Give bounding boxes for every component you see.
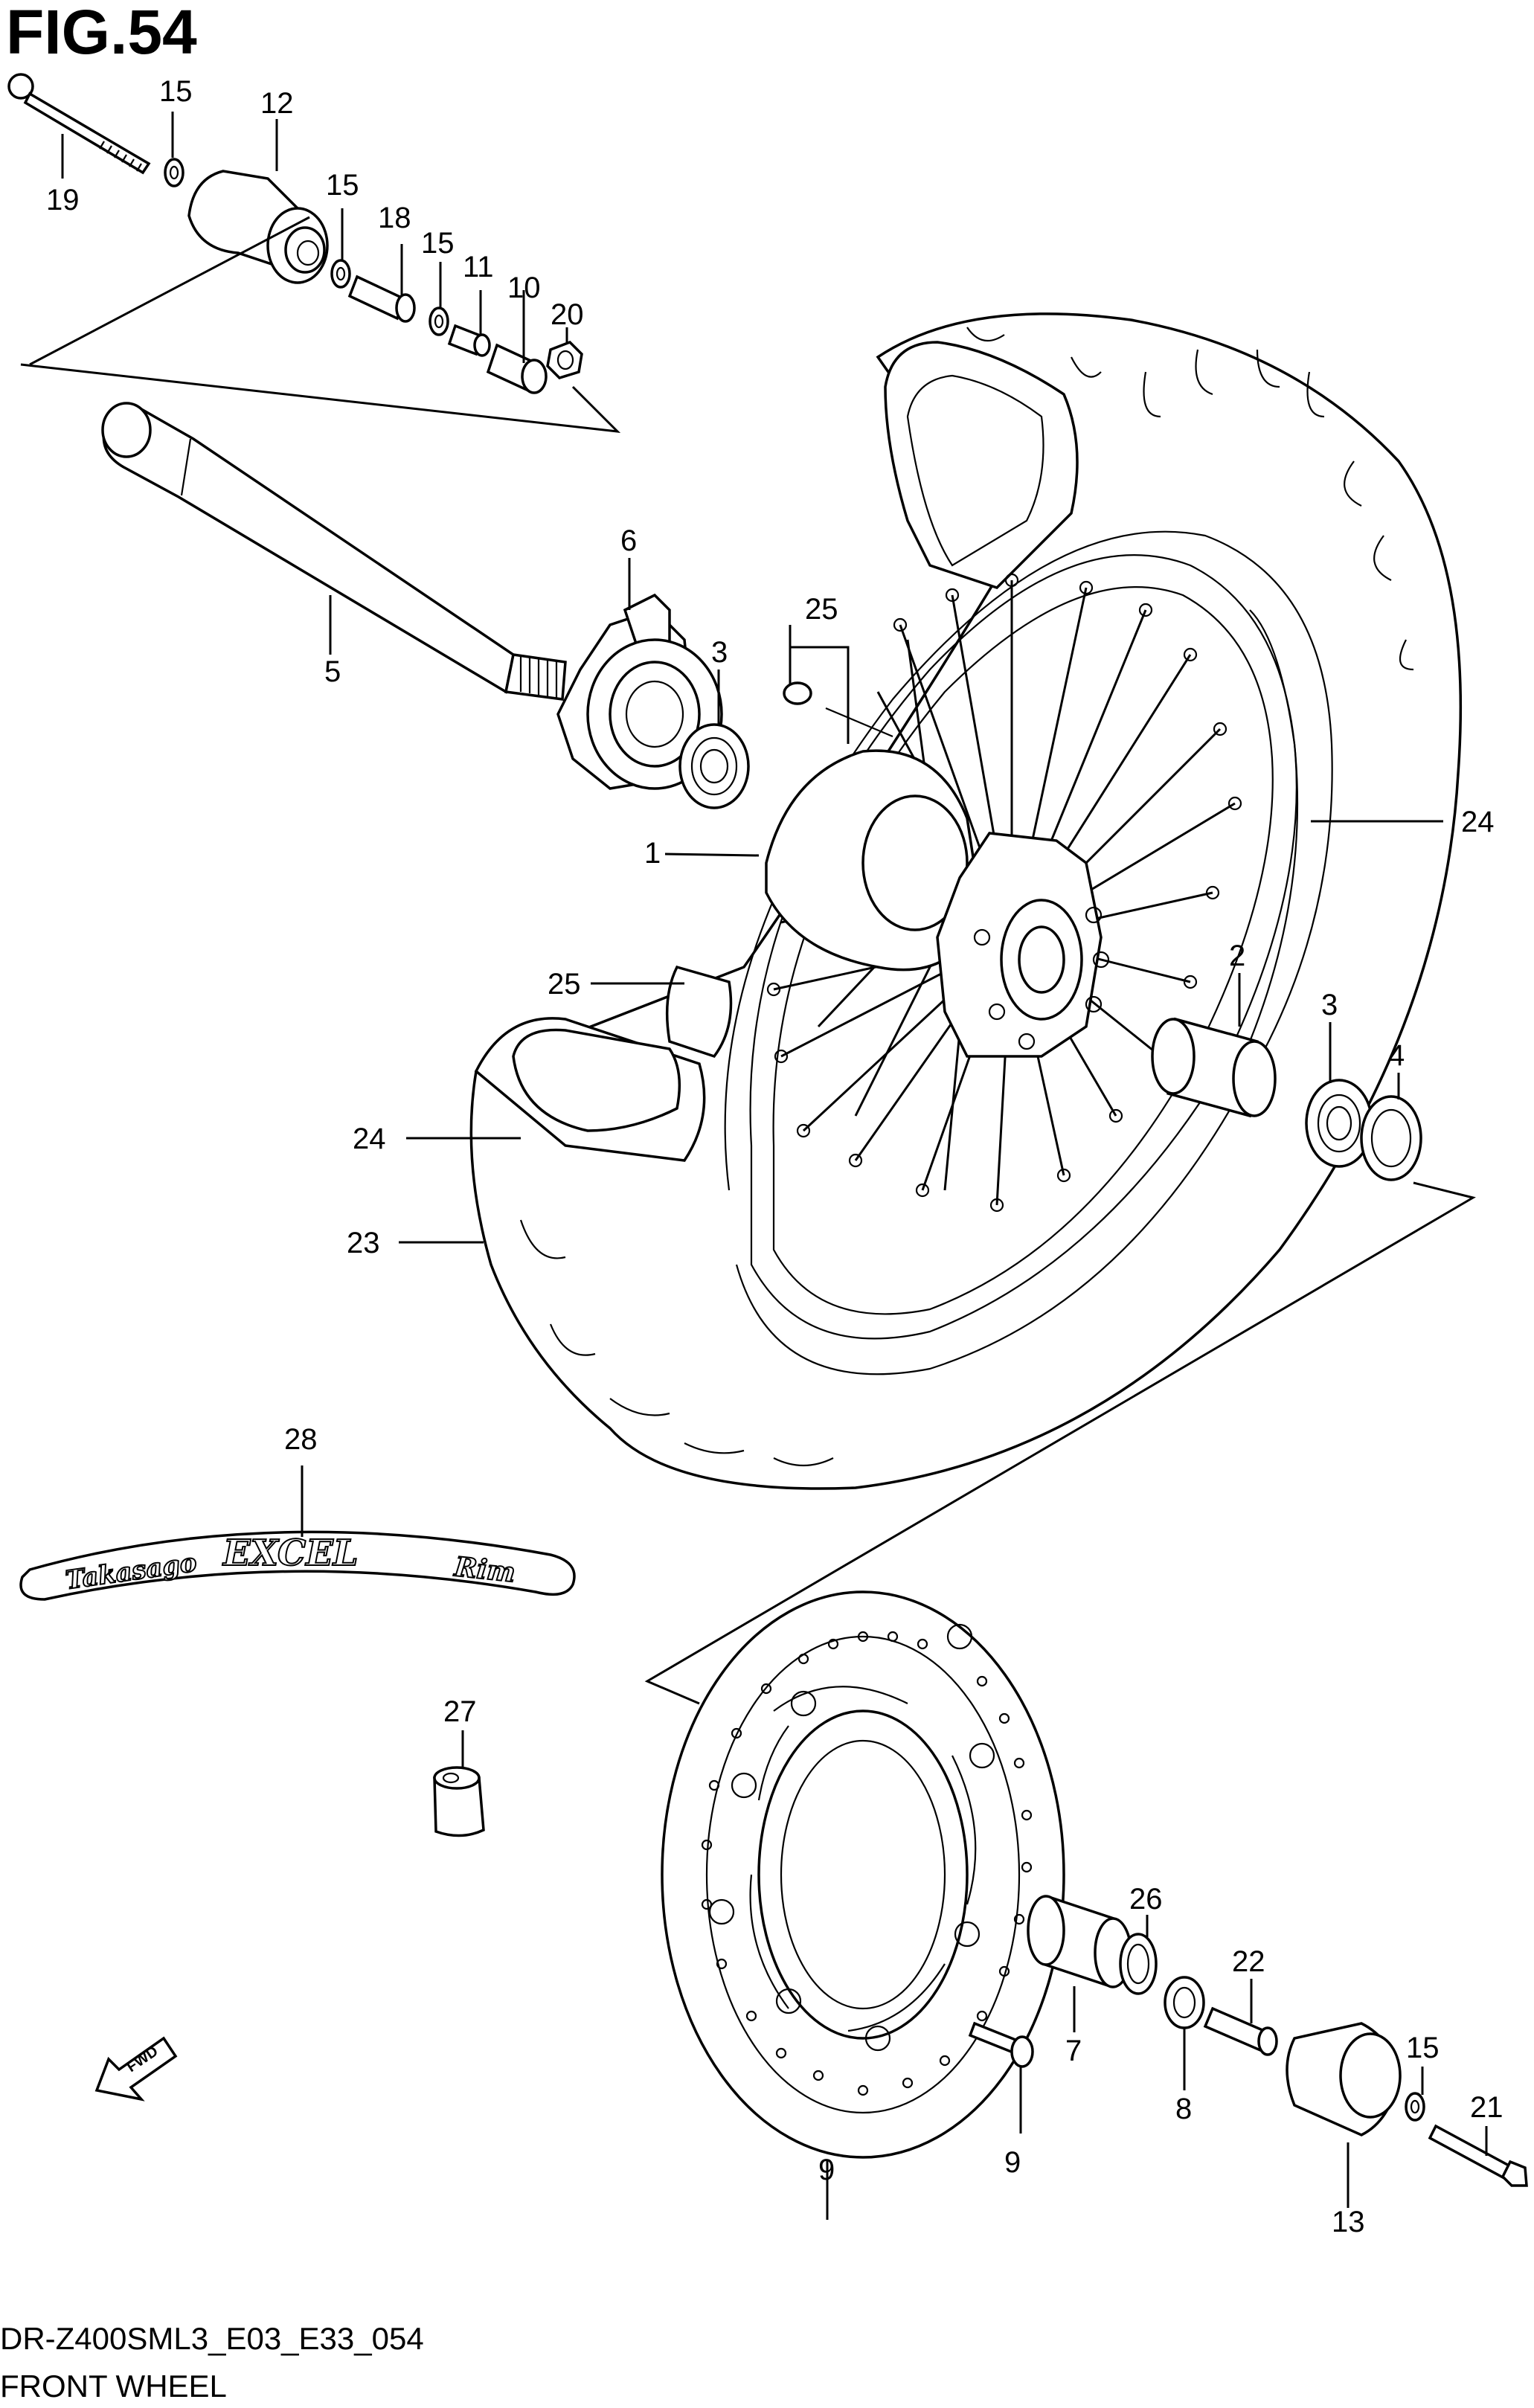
- part-25-valve: [783, 681, 893, 738]
- part-6-speedo-gearbox: [556, 593, 723, 790]
- part-4-oil-seal: [1360, 1095, 1422, 1181]
- callout-15-d: 15: [1406, 2032, 1440, 2064]
- callout-1: 1: [644, 837, 661, 870]
- callout-5: 5: [324, 655, 341, 688]
- callout-19: 21: [1470, 2091, 1503, 2124]
- part-18-nut: [546, 340, 583, 379]
- callout-3-lower: 3: [1321, 989, 1338, 1021]
- part-26-seal: [1119, 1933, 1158, 1995]
- callout-3-upper: 3: [711, 636, 728, 669]
- footer-section-name: FRONT WHEEL: [0, 2369, 227, 2404]
- part-23-rim-band: [665, 965, 733, 1059]
- callout-16: 18: [378, 202, 411, 234]
- callout-22: 24: [353, 1123, 386, 1155]
- rim-decal-name: EXCEL: [222, 1532, 359, 1574]
- part-14-axle-cap: [1286, 2022, 1402, 2136]
- callout-labels: 19 15 12 15 18 15 11 10 20 5 6 3 25 1 25…: [46, 75, 1503, 2238]
- callout-13: 12: [260, 87, 294, 120]
- part-16-collar: [347, 274, 416, 323]
- part-21-tube: [474, 1017, 834, 1467]
- part-1-hub: [765, 749, 1110, 1058]
- figure-title: FIG.54: [6, 0, 197, 67]
- callout-6: 6: [620, 524, 637, 557]
- callout-28: 28: [284, 1423, 318, 1456]
- part-11-spacer: [486, 343, 548, 394]
- callout-15-c: 15: [421, 227, 455, 260]
- callout-25: 25: [805, 593, 838, 626]
- part-13-axle-cap: [187, 170, 329, 284]
- callout-11: 10: [507, 272, 541, 304]
- callout-2: 2: [1229, 940, 1245, 972]
- callout-18: 20: [551, 298, 584, 331]
- fwd-arrow-icon: FWD: [94, 2036, 178, 2102]
- part-9-brake-disc: [661, 1590, 1065, 2159]
- callout-21: 23: [347, 1227, 380, 1259]
- callout-15-b: 15: [326, 169, 359, 202]
- callout-7: 7: [1065, 2035, 1082, 2067]
- callout-27: 27: [443, 1695, 477, 1728]
- callout-8: 8: [1175, 2093, 1192, 2125]
- part-3-bearing-lower: [1305, 1079, 1373, 1168]
- part-10-disc-bolt: [968, 2021, 1034, 2068]
- callout-24: 24: [1461, 806, 1495, 838]
- callout-10: 9: [1004, 2146, 1021, 2179]
- axis-line-top: [20, 363, 621, 433]
- part-3-bearing-upper: [678, 723, 750, 809]
- callout-17: 19: [46, 184, 80, 216]
- part-15-washer-a: [164, 158, 184, 187]
- part-12-spacer: [447, 324, 491, 357]
- rim-decal-suffix: Rim: [452, 1551, 517, 1588]
- callout-4: 4: [1388, 1039, 1405, 1072]
- callout-26: 26: [1129, 1883, 1163, 1916]
- part-19-bolt: [1428, 2124, 1528, 2187]
- callout-15-a: 15: [159, 75, 193, 108]
- part-20-collar: [1203, 2006, 1278, 2056]
- part-27-valve-cap: [433, 1766, 485, 1837]
- callout-23: 25: [548, 968, 581, 1001]
- part-5-axle: [101, 402, 567, 701]
- part-17-bolt: [7, 73, 151, 175]
- part-8-nut: [1164, 1976, 1205, 2029]
- part-15-washer-b: [330, 259, 351, 289]
- footer-model-code: DR-Z400SML3_E03_E33_054: [0, 2321, 424, 2356]
- part-2-spacer: [1151, 1017, 1277, 1118]
- callout-9: 9: [818, 2154, 835, 2186]
- part-28-rim-decal: Takasago EXCEL Rim: [19, 1530, 576, 1601]
- axis-line-right: [644, 1181, 1476, 1705]
- callout-20: 22: [1232, 1945, 1265, 1978]
- leader-lines: [61, 112, 1488, 2220]
- axis-line-upper: [29, 216, 310, 366]
- part-15-washer-c: [429, 306, 449, 336]
- callout-14: 13: [1332, 2206, 1365, 2238]
- part-15-washer-d: [1405, 2092, 1425, 2122]
- callout-12: 11: [463, 251, 494, 283]
